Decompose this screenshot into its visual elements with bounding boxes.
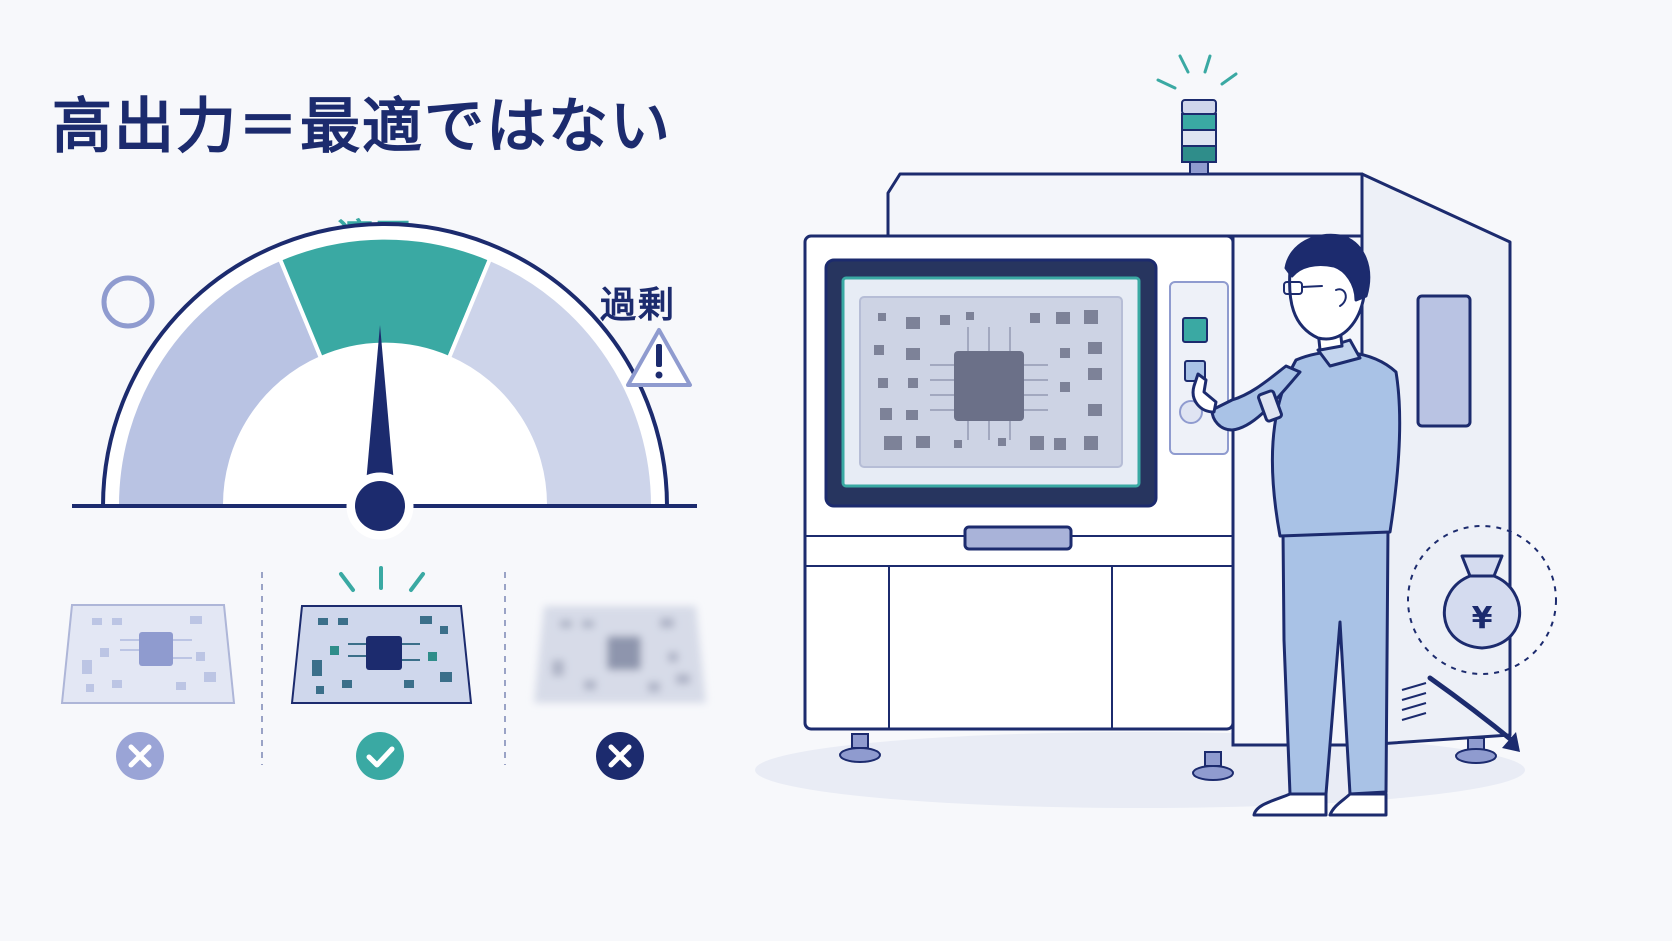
warning-icon (626, 328, 692, 387)
pcb-optimal-icon (290, 605, 473, 704)
control-indicator (1182, 317, 1208, 343)
circle-icon (101, 275, 155, 329)
x-icon (116, 732, 164, 780)
page-title: 高出力＝最適ではない (52, 92, 672, 162)
operator-figure (1191, 233, 1402, 817)
down-arrow-icon (1427, 675, 1520, 752)
gauge-segment-excess (446, 256, 656, 508)
floor-shadow (755, 732, 1525, 808)
pcb-underprocessed-icon (60, 604, 236, 704)
spark-icon (339, 566, 425, 592)
pcb-screen-chip (954, 351, 1024, 421)
gauge-segment-low (114, 256, 324, 508)
x-icon (596, 732, 644, 780)
yen-symbol: ¥ (1472, 601, 1493, 636)
vent-icon (1401, 682, 1427, 721)
gauge-needle (364, 325, 396, 506)
output-gauge (72, 222, 697, 540)
side-window (1416, 294, 1472, 428)
gauge-label-excess: 過剰 (600, 285, 677, 326)
check-icon (356, 732, 404, 780)
money-bag-icon: ¥ (1407, 525, 1557, 675)
pcb-overprocessed-icon (534, 606, 706, 703)
gauge-hub (355, 481, 405, 531)
signal-tower-icon (1156, 54, 1238, 175)
inspection-machine (803, 54, 1512, 781)
machine-feet (839, 733, 1497, 781)
